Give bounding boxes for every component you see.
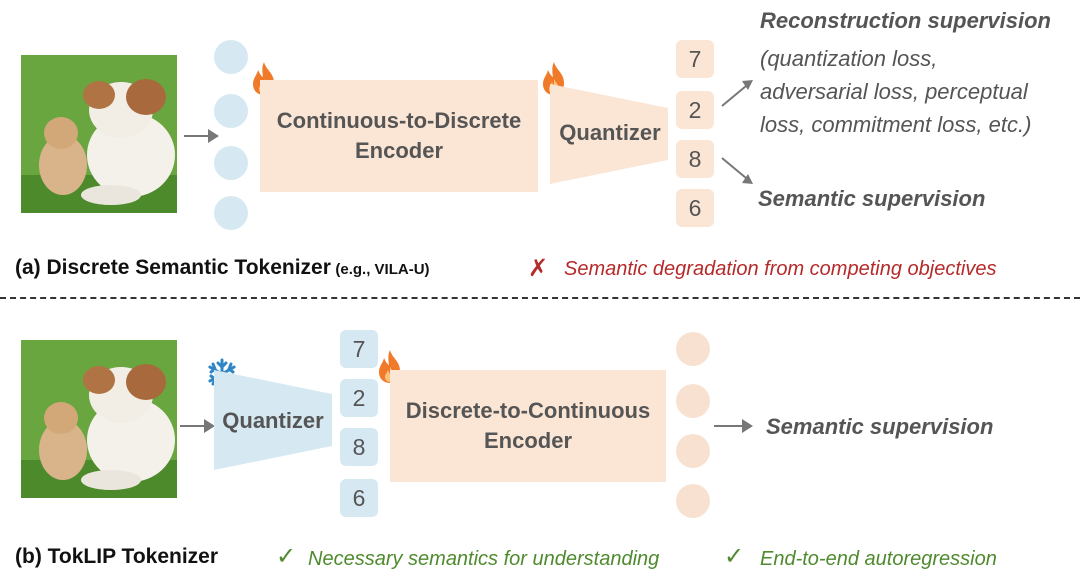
arrow-down-right-icon (721, 157, 753, 184)
token-8-b: 8 (340, 428, 378, 466)
token-6-b: 6 (340, 479, 378, 517)
arrow-right-icon (180, 419, 215, 433)
reconstruction-loss-line: loss, commitment loss, etc.) (760, 112, 1032, 137)
semantic-supervision-b: Semantic supervision (766, 414, 994, 439)
cross-icon: ✗ (528, 255, 549, 282)
benefit-text-2: End-to-end autoregression (760, 548, 997, 570)
caption-a: (a) Discrete Semantic Tokenizer (e.g., V… (15, 256, 430, 280)
token-6-a: 6 (676, 189, 714, 227)
semantic-supervision-a: Semantic supervision (758, 186, 986, 211)
output-feature-circle (676, 434, 710, 468)
input-feature-circle (214, 196, 248, 230)
input-feature-circle (214, 146, 248, 180)
caption-b-main: (b) TokLIP Tokenizer (15, 545, 219, 568)
encoder-label-line2: Encoder (354, 138, 444, 163)
reconstruction-loss-line: (quantization loss, (760, 46, 938, 71)
quantizer-trapezoid-b (214, 370, 332, 470)
arrow-right-icon (184, 129, 219, 143)
caption-a-example: (e.g., VILA-U) (335, 261, 430, 278)
token-8-a: 8 (676, 140, 714, 178)
input-image-cat-dog-a (21, 55, 177, 213)
quantizer-label-a: Quantizer (559, 120, 661, 145)
section-divider (0, 297, 1080, 299)
benefit-text-1: Necessary semantics for understanding (308, 548, 660, 570)
token-7-a: 7 (676, 40, 714, 78)
encoder-label-line2: Encoder (483, 428, 573, 453)
input-feature-circle (214, 94, 248, 128)
reconstruction-supervision-title: Reconstruction supervision (760, 8, 1051, 33)
discrete-to-continuous-encoder: Discrete-to-Continuous Encoder (390, 370, 666, 482)
check-icon: ✓ (276, 543, 297, 570)
check-icon: ✓ (724, 543, 745, 570)
drawback-text: Semantic degradation from competing obje… (564, 258, 997, 280)
output-feature-circle (676, 332, 710, 366)
encoder-label-line1: Continuous-to-Discrete (276, 108, 522, 133)
arrow-right-icon (714, 419, 753, 433)
encoder-label-line1: Discrete-to-Continuous (405, 398, 651, 423)
reconstruction-loss-line: adversarial loss, perceptual (760, 79, 1028, 104)
input-feature-circle (214, 40, 248, 74)
arrow-up-right-icon (721, 80, 753, 107)
output-feature-circle (676, 384, 710, 418)
output-feature-circle (676, 484, 710, 518)
quantizer-trapezoid-a (550, 84, 668, 184)
token-2-b: 2 (340, 379, 378, 417)
token-2-a: 2 (676, 91, 714, 129)
continuous-to-discrete-encoder: Continuous-to-Discrete Encoder (260, 80, 538, 192)
input-image-cat-dog-b (21, 340, 177, 498)
caption-a-main: (a) Discrete Semantic Tokenizer (15, 256, 331, 279)
quantizer-label-b: Quantizer (222, 408, 324, 433)
token-7-b: 7 (340, 330, 378, 368)
